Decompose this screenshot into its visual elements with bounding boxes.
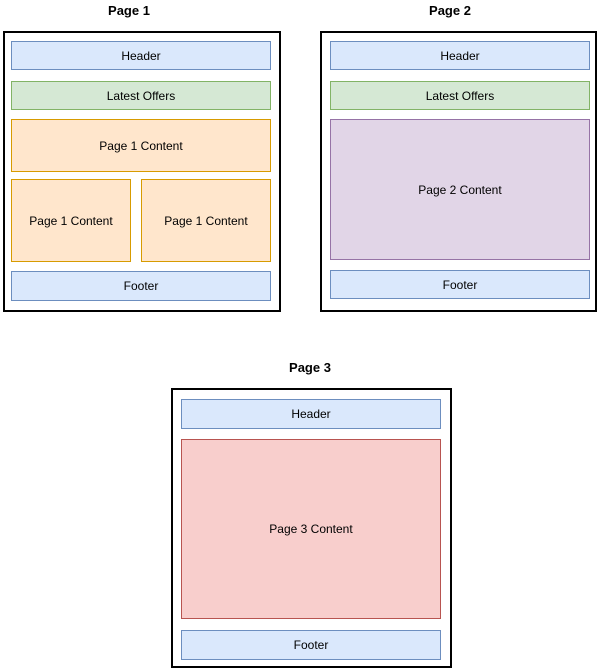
page2-footer-block: Footer (330, 270, 590, 299)
page1-content-block-wide: Page 1 Content (11, 119, 271, 172)
page1-title: Page 1 (108, 3, 150, 18)
page3-title: Page 3 (289, 360, 331, 375)
page3-header-block: Header (181, 399, 441, 429)
block-label: Page 2 Content (418, 182, 502, 197)
page2-title: Page 2 (429, 3, 471, 18)
page3-frame: Header Page 3 Content Footer (171, 388, 452, 668)
page1-content-block-left: Page 1 Content (11, 179, 131, 262)
page2-frame: Header Latest Offers Page 2 Content Foot… (320, 31, 597, 312)
block-label: Latest Offers (425, 88, 495, 103)
block-label: Footer (293, 638, 329, 652)
page1-header-block: Header (11, 41, 271, 70)
page2-latest-offers-block: Latest Offers (330, 81, 590, 110)
block-label: Page 1 Content (99, 138, 183, 153)
block-label: Footer (442, 277, 478, 292)
block-label: Header (440, 48, 480, 63)
block-label: Header (121, 48, 161, 63)
page3-footer-block: Footer (181, 630, 441, 660)
block-label: Header (291, 407, 331, 421)
block-label: Page 3 Content (269, 522, 353, 536)
page2-header-block: Header (330, 41, 590, 70)
page2-content-block: Page 2 Content (330, 119, 590, 260)
page1-content-block-right: Page 1 Content (141, 179, 271, 262)
page3-content-block: Page 3 Content (181, 439, 441, 619)
page1-footer-block: Footer (11, 271, 271, 301)
page1-frame: Header Latest Offers Page 1 Content Page… (3, 31, 281, 312)
page1-latest-offers-block: Latest Offers (11, 81, 271, 110)
block-label: Page 1 Content (29, 213, 113, 228)
block-label: Latest Offers (106, 88, 176, 103)
block-label: Footer (123, 279, 159, 293)
block-label: Page 1 Content (164, 213, 248, 228)
